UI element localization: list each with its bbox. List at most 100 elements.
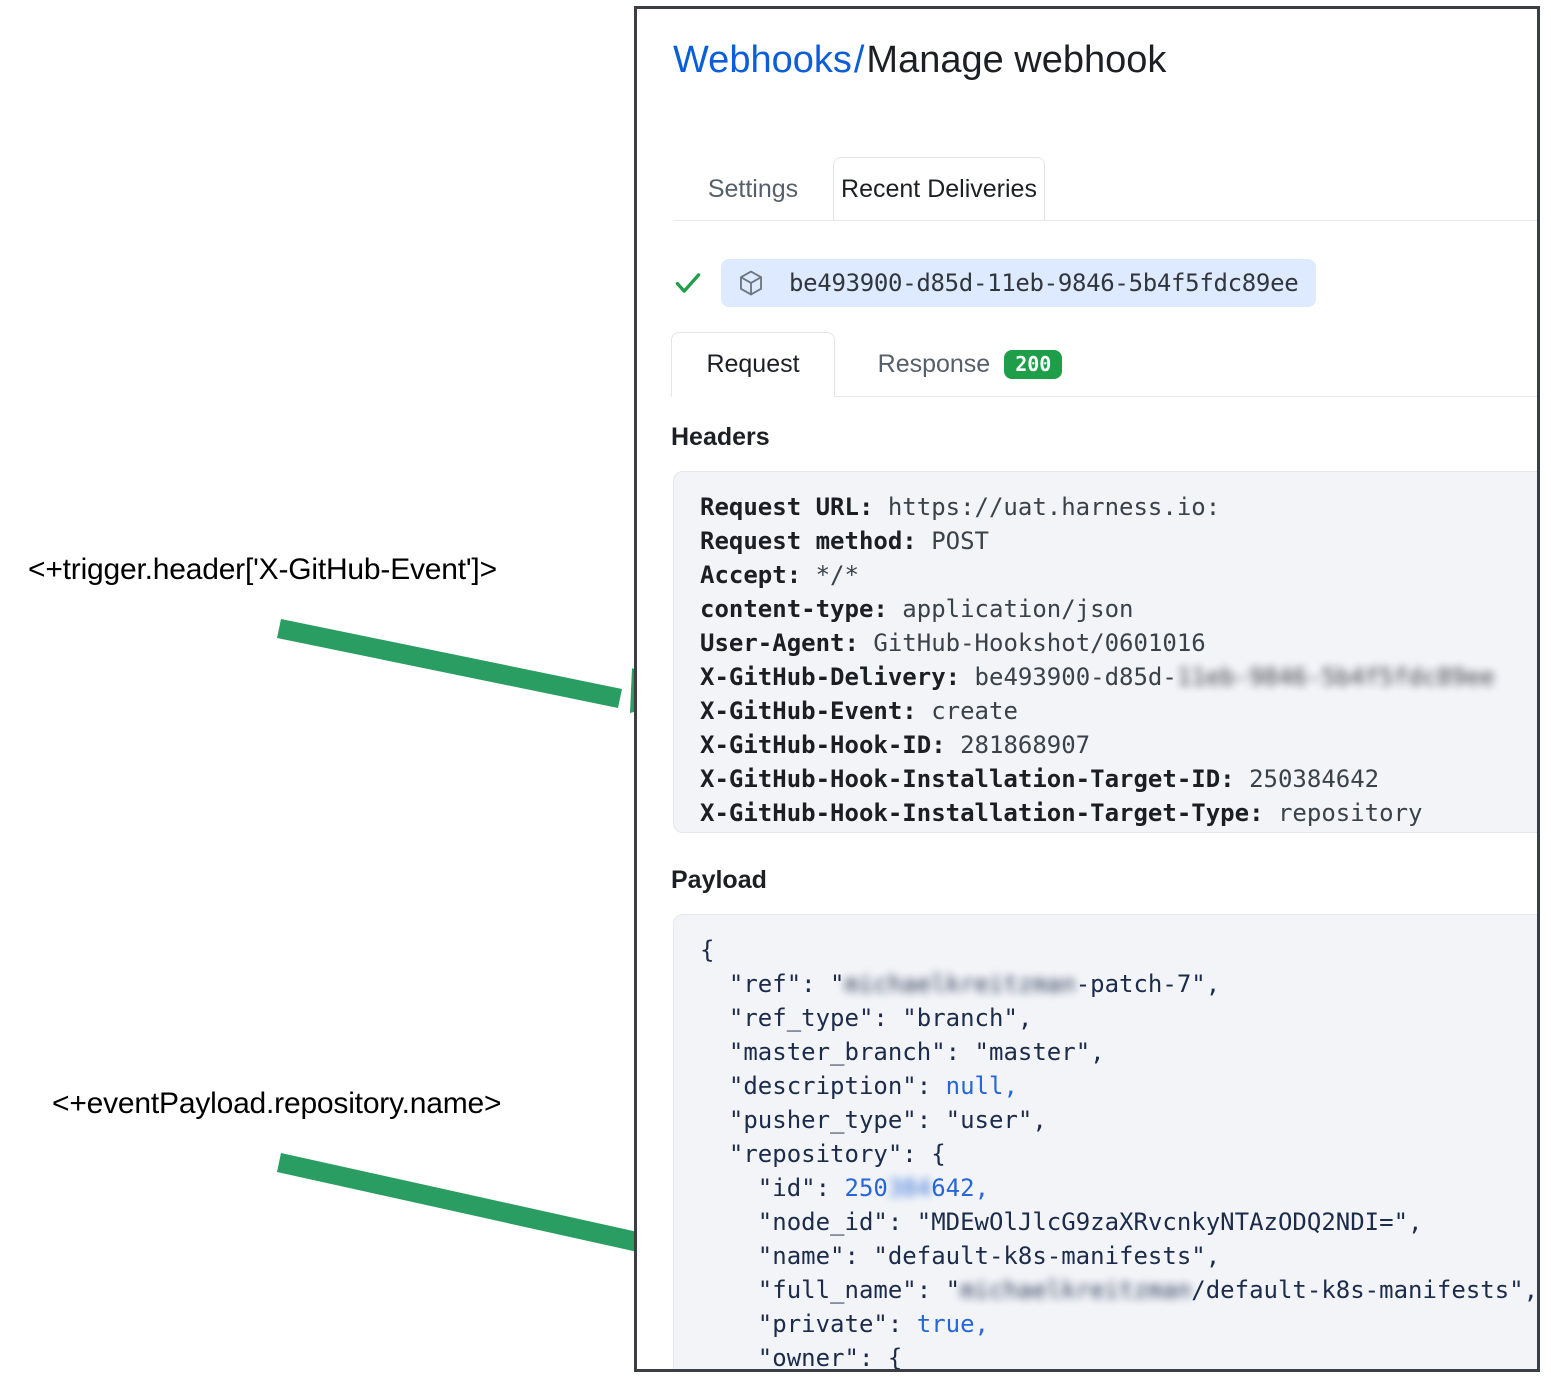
header-value: POST: [916, 527, 989, 555]
payload-value: /default-k8s-manifests",: [1191, 1276, 1537, 1304]
webhook-tabs: Settings Recent Deliveries: [673, 117, 1537, 221]
redacted-text: 384: [887, 1174, 932, 1202]
header-key: User-Agent:: [700, 629, 859, 657]
payload-line: "repository": {: [700, 1137, 1537, 1171]
tab-request[interactable]: Request: [671, 332, 835, 397]
header-line: X-GitHub-Event: create: [700, 694, 1537, 728]
payload-line: "ref": "michaelkreitzman-patch-7",: [700, 967, 1537, 1001]
header-value: repository: [1263, 799, 1423, 827]
payload-value: true,: [916, 1310, 989, 1338]
payload-value: 250: [844, 1174, 888, 1202]
header-key: X-GitHub-Delivery:: [700, 663, 961, 691]
payload-value: "MDEwOlJlcG9zaXRvcnkyNTAzODQ2NDI=",: [916, 1208, 1423, 1236]
header-line: X-GitHub-Delivery: be493900-d85d-11eb-98…: [700, 660, 1537, 694]
payload-line: "master_branch": "master",: [700, 1035, 1537, 1069]
payload-key: "repository":: [700, 1140, 932, 1168]
header-line: X-GitHub-Hook-Installation-Target-ID: 25…: [700, 762, 1537, 796]
breadcrumb-separator: /: [853, 39, 865, 81]
payload-token: {: [700, 936, 715, 964]
header-key: Request URL:: [700, 493, 874, 521]
payload-value: {: [931, 1140, 946, 1168]
payload-value: -patch-7",: [1075, 970, 1221, 998]
tab-response-label: Response: [877, 350, 991, 378]
payload-key: "full_name":: [700, 1276, 946, 1304]
header-value: 281868907: [945, 731, 1091, 759]
payload-value: "branch",: [902, 1004, 1033, 1032]
payload-key: "ref_type":: [700, 1004, 903, 1032]
payload-line: "ref_type": "branch",: [700, 1001, 1537, 1035]
header-line: X-GitHub-Hook-Installation-Target-Type: …: [700, 796, 1537, 830]
breadcrumb-link-webhooks[interactable]: Webhooks: [673, 39, 852, 81]
check-icon: [675, 273, 701, 293]
tab-response[interactable]: Response 200: [835, 332, 1105, 397]
payload-key: "pusher_type":: [700, 1106, 946, 1134]
delivery-guid: be493900-d85d-11eb-9846-5b4f5fdc89ee: [789, 269, 1299, 297]
package-icon: [740, 270, 762, 296]
headers-heading: Headers: [671, 423, 770, 451]
header-line: Request method: POST: [700, 524, 1537, 558]
delivery-id-chip[interactable]: be493900-d85d-11eb-9846-5b4f5fdc89ee: [721, 259, 1317, 307]
tab-settings[interactable]: Settings: [707, 175, 799, 203]
header-line: Request URL: https://uat.harness.io:: [700, 490, 1537, 524]
header-value: be493900-d85d-: [960, 663, 1177, 691]
tab-recent-deliveries[interactable]: Recent Deliveries: [833, 157, 1045, 220]
payload-key: "description":: [700, 1072, 946, 1100]
header-value: https://uat.harness.io:: [873, 493, 1221, 521]
request-response-tabs: Request Response 200: [671, 331, 1537, 397]
header-key: X-GitHub-Hook-Installation-Target-Type:: [700, 799, 1264, 827]
payload-key: "master_branch":: [700, 1038, 975, 1066]
page-title: Webhooks/Manage webhook: [673, 39, 1166, 82]
header-line: content-type: application/json: [700, 592, 1537, 626]
header-value: create: [916, 697, 1018, 725]
payload-line: {: [700, 933, 1537, 967]
redacted-text: michaelkreitzman: [960, 1276, 1192, 1304]
tab-underline: [673, 220, 1537, 221]
payload-line: "description": null,: [700, 1069, 1537, 1103]
payload-key: "ref":: [700, 970, 831, 998]
redacted-text: 11eb-9846-5b4f5fdc89ee: [1176, 663, 1495, 691]
payload-line: "full_name": "michaelkreitzman/default-k…: [700, 1273, 1537, 1307]
payload-line: "id": 250384642,: [700, 1171, 1537, 1205]
payload-code-block: { "ref": "michaelkreitzman-patch-7", "re…: [673, 914, 1537, 1369]
header-line: Accept: */*: [700, 558, 1537, 592]
status-badge: 200: [1004, 350, 1063, 379]
header-line: X-GitHub-Hook-ID: 281868907: [700, 728, 1537, 762]
header-line: User-Agent: GitHub-Hookshot/0601016: [700, 626, 1537, 660]
annotation-arrow-trigger-header: [277, 619, 685, 713]
header-key: X-GitHub-Event:: [700, 697, 917, 725]
github-webhook-panel: Webhooks/Manage webhook Settings Recent …: [634, 6, 1540, 1372]
payload-line: "pusher_type": "user",: [700, 1103, 1537, 1137]
header-key: Accept:: [700, 561, 802, 589]
payload-value: "default-k8s-manifests",: [873, 1242, 1221, 1270]
headers-code-block: Request URL: https://uat.harness.io:Requ…: [673, 471, 1537, 833]
header-value: */*: [801, 561, 859, 589]
tab-underline: [671, 396, 1537, 397]
payload-key: "node_id":: [700, 1208, 917, 1236]
payload-value: "master",: [974, 1038, 1105, 1066]
payload-line: "node_id": "MDEwOlJlcG9zaXRvcnkyNTAzODQ2…: [700, 1205, 1537, 1239]
header-value: 250384642: [1234, 765, 1380, 793]
payload-key: "private":: [700, 1310, 917, 1338]
payload-key: "name":: [700, 1242, 874, 1270]
annotation-label-trigger-header: <+trigger.header['X-GitHub-Event']>: [28, 553, 497, 586]
payload-line: "owner": {: [700, 1341, 1537, 1369]
delivery-row[interactable]: be493900-d85d-11eb-9846-5b4f5fdc89ee: [673, 257, 1317, 309]
header-key: content-type:: [700, 595, 888, 623]
payload-value: ": [830, 970, 845, 998]
annotation-label-event-payload: <+eventPayload.repository.name>: [52, 1087, 502, 1120]
tab-request-label: Request: [706, 350, 800, 378]
payload-value: ": [945, 1276, 961, 1304]
payload-value: "user",: [945, 1106, 1047, 1134]
payload-value: null,: [945, 1072, 1018, 1100]
redacted-text: michaelkreitzman: [844, 970, 1076, 998]
payload-heading: Payload: [671, 866, 767, 894]
header-key: X-GitHub-Hook-Installation-Target-ID:: [700, 765, 1235, 793]
payload-key: "id":: [700, 1174, 845, 1202]
header-key: X-GitHub-Hook-ID:: [700, 731, 946, 759]
payload-line: "private": true,: [700, 1307, 1537, 1341]
header-key: Request method:: [700, 527, 917, 555]
payload-value: {: [887, 1344, 903, 1369]
breadcrumb-current: Manage webhook: [866, 39, 1167, 81]
payload-line: "name": "default-k8s-manifests",: [700, 1239, 1537, 1273]
header-value: GitHub-Hookshot/0601016: [858, 629, 1206, 657]
